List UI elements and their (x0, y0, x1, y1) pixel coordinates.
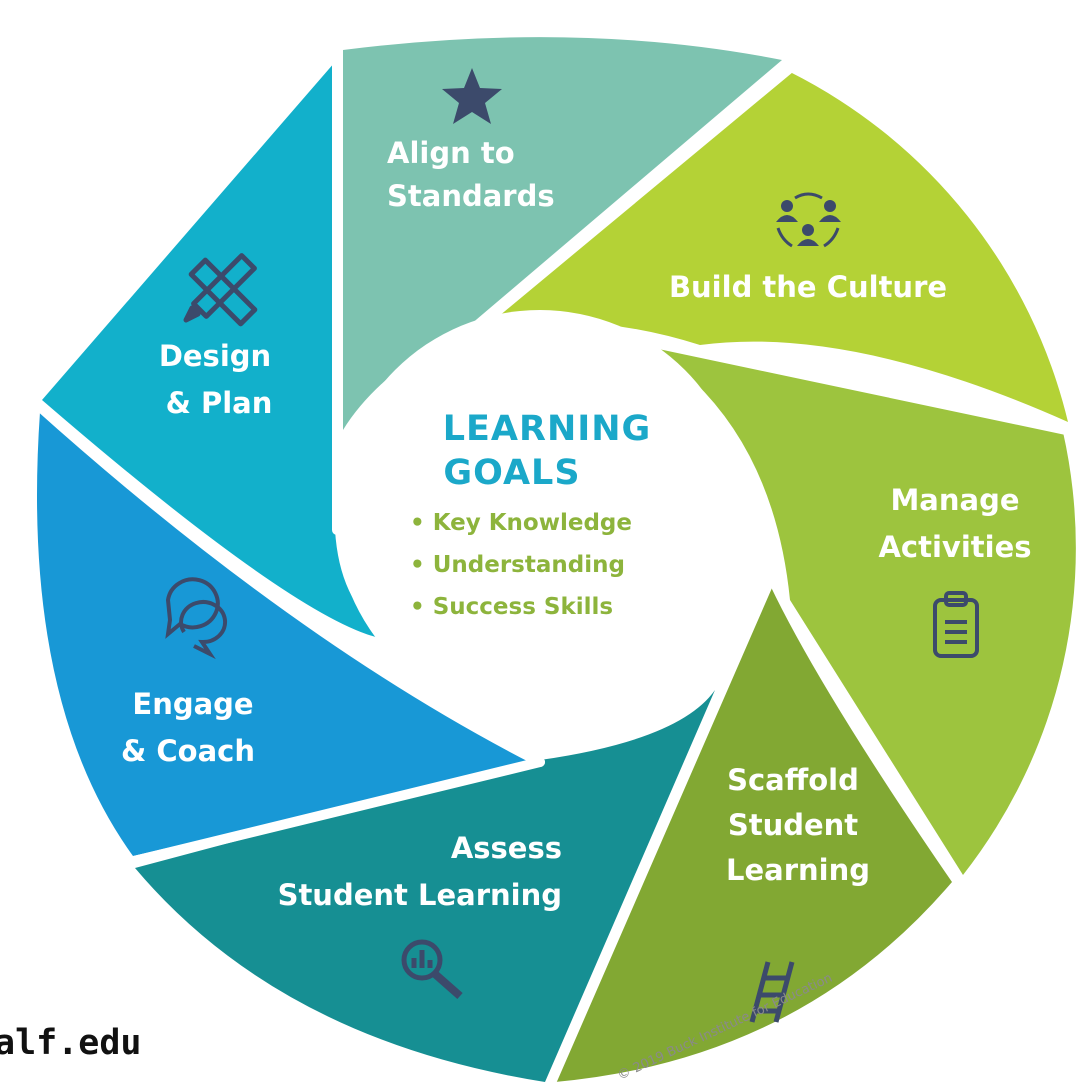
people-group-icon (776, 192, 841, 248)
label-manage-activities-1: Manage (890, 483, 1019, 517)
footer-url-text: alf.edu (0, 1023, 142, 1063)
label-scaffold-learning-2: Student (728, 808, 858, 842)
segment-design-plan (42, 62, 395, 640)
label-manage-activities-2: Activities (878, 530, 1031, 564)
center-title-line1: LEARNING (443, 409, 652, 449)
magnifier-chart-icon (401, 939, 463, 1000)
segment-assess-learning (135, 690, 715, 1082)
label-engage-coach-1: Engage (132, 687, 253, 721)
label-align-standards-2: Standards (387, 179, 555, 213)
pencil-ruler-icon (183, 253, 258, 327)
segment-engage-coach (36, 412, 535, 856)
label-design-plan-1: Design (159, 339, 271, 373)
segment-scaffold-learning (555, 585, 952, 1082)
label-design-plan-2: & Plan (166, 386, 273, 420)
chat-bubbles-icon (165, 577, 228, 660)
star-icon (442, 68, 502, 124)
segment-build-culture (478, 72, 1068, 422)
label-build-culture: Build the Culture (669, 270, 947, 304)
center-item-key-knowledge: • Key Knowledge (410, 510, 632, 536)
label-scaffold-learning-3: Learning (726, 853, 870, 887)
label-engage-coach-2: & Coach (121, 734, 255, 768)
center-title-line2: GOALS (443, 453, 580, 493)
label-assess-learning-1: Assess (451, 831, 562, 865)
center-item-success-skills: • Success Skills (410, 594, 613, 620)
label-scaffold-learning-1: Scaffold (727, 763, 859, 797)
segment-separators (33, 40, 1071, 1088)
segment-manage-activities (640, 340, 1076, 875)
clipboard-icon (933, 591, 979, 658)
center-item-understanding: • Understanding (410, 552, 625, 578)
label-assess-learning-2: Student Learning (278, 878, 562, 912)
center-circle (335, 310, 745, 720)
ladder-icon (749, 961, 795, 1023)
label-align-standards-1: Align to (387, 136, 515, 170)
